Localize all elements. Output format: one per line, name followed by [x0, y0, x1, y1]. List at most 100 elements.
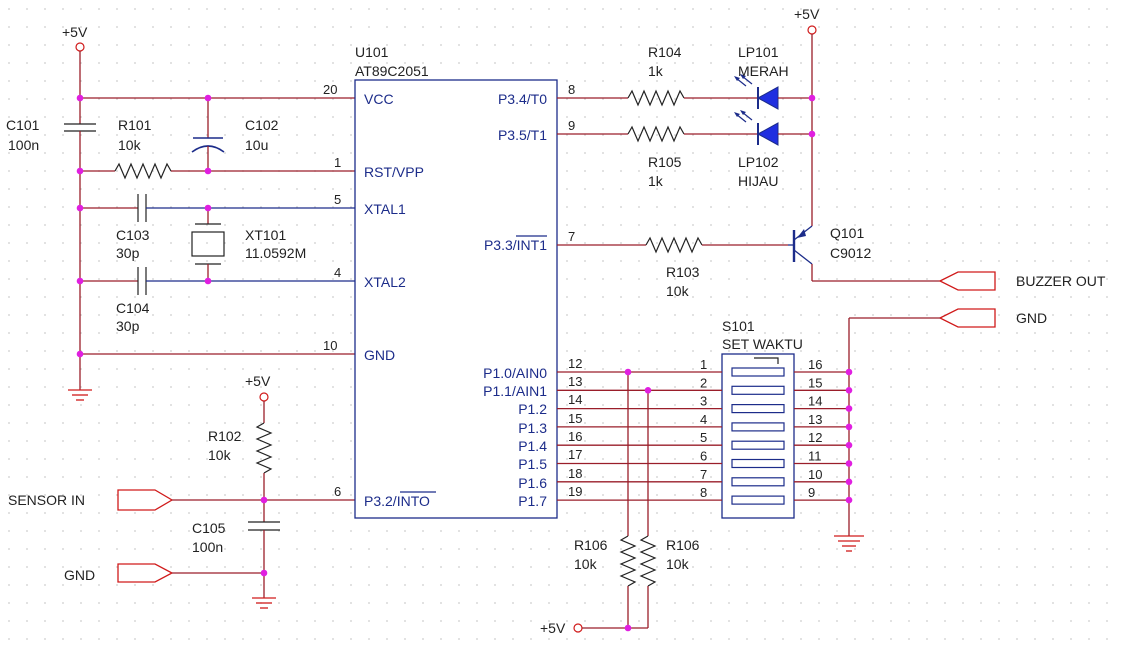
svg-text:AT89C2051: AT89C2051 — [355, 63, 429, 79]
svg-text:R106: R106 — [574, 537, 608, 553]
svg-text:15: 15 — [568, 411, 582, 426]
switch-pin-right: 12 — [808, 430, 822, 445]
svg-text:C101: C101 — [6, 117, 40, 133]
sensor-in-port: SENSOR IN — [8, 489, 355, 511]
junction-dot — [808, 94, 816, 102]
svg-text:XT101: XT101 — [245, 227, 286, 243]
svg-text:14: 14 — [568, 392, 582, 407]
switch-pin-left: 1 — [700, 357, 707, 372]
svg-text:C9012: C9012 — [830, 245, 871, 261]
svg-text:XTAL1: XTAL1 — [364, 201, 406, 217]
supply-5v-top-right: +5V — [794, 6, 820, 226]
r106b-resistor: R106 10k — [639, 390, 700, 628]
switch-net-wire — [557, 368, 853, 376]
q101-transistor: Q101 C9012 — [788, 225, 958, 282]
switch-pin-right: 10 — [808, 467, 822, 482]
gnd-port-right: GND — [849, 308, 1047, 328]
svg-text:GND: GND — [64, 567, 95, 583]
svg-text:C104: C104 — [116, 300, 150, 316]
ic-right-pins: P3.4/T0 8 P3.5/T1 9 P3.3/INT1 7 P1.0/AIN… — [483, 82, 582, 509]
junction-dot — [624, 368, 632, 376]
dip-switch-row: 1 16 — [700, 357, 822, 377]
switch-pin-right: 16 — [808, 357, 822, 372]
svg-text:U101: U101 — [355, 44, 389, 60]
svg-text:R105: R105 — [648, 154, 682, 170]
c104-capacitor: C104 30p — [80, 267, 355, 334]
svg-text:12: 12 — [568, 356, 582, 371]
svg-text:C102: C102 — [245, 117, 279, 133]
svg-text:4: 4 — [334, 265, 341, 280]
svg-text:6: 6 — [334, 484, 341, 499]
svg-text:GND: GND — [1016, 310, 1047, 326]
svg-text:5: 5 — [334, 192, 341, 207]
svg-text:9: 9 — [568, 118, 575, 133]
r105-resistor: R105 1k — [557, 125, 758, 189]
junction-dot — [845, 496, 853, 504]
switch-net-wire — [557, 478, 853, 486]
svg-text:+5V: +5V — [794, 6, 820, 22]
svg-text:10k: 10k — [118, 137, 142, 153]
svg-text:100n: 100n — [8, 137, 39, 153]
svg-text:C103: C103 — [116, 227, 150, 243]
junction-dot — [845, 387, 853, 394]
junction-dot — [845, 478, 853, 486]
supply-5v-top-left: +5V — [62, 24, 88, 120]
gnd-port-left: GND — [64, 563, 264, 583]
ic-left-pins: 20 VCC 1 RST/VPP 5 XTAL1 4 XTAL2 10 GND … — [323, 82, 436, 509]
svg-text:MERAH: MERAH — [738, 63, 789, 79]
junction-dot — [644, 387, 652, 394]
ground-symbol-left — [68, 389, 92, 401]
c101-capacitor: C101 100n — [6, 117, 96, 390]
svg-text:10k: 10k — [208, 447, 232, 463]
svg-text:SET WAKTU: SET WAKTU — [722, 336, 803, 352]
svg-text:R103: R103 — [666, 264, 700, 280]
svg-text:LP102: LP102 — [738, 154, 779, 170]
svg-text:P3.2/INTO: P3.2/INTO — [364, 493, 430, 509]
svg-text:18: 18 — [568, 466, 582, 481]
svg-text:30p: 30p — [116, 245, 140, 261]
ground-symbol-sensor — [252, 597, 276, 609]
svg-text:P1.1/AIN1: P1.1/AIN1 — [483, 383, 547, 399]
lp101-led-red: LP101 MERAH — [734, 44, 812, 110]
svg-text:+5V: +5V — [540, 620, 566, 636]
svg-text:P1.5: P1.5 — [518, 456, 547, 472]
c102-capacitor: C102 10u — [191, 98, 279, 171]
switch-pin-left: 5 — [700, 430, 707, 445]
switch-net-wire — [557, 441, 853, 449]
svg-text:GND: GND — [364, 347, 395, 363]
switch-pin-right: 15 — [808, 375, 822, 390]
svg-text:17: 17 — [568, 447, 582, 462]
junction-dot — [808, 130, 816, 138]
svg-text:P3.5/T1: P3.5/T1 — [498, 127, 547, 143]
r103-resistor: R103 10k — [557, 236, 788, 299]
svg-text:R104: R104 — [648, 44, 682, 60]
switch-net-wire — [557, 423, 853, 431]
junction-dot — [845, 423, 853, 431]
svg-text:8: 8 — [568, 82, 575, 97]
svg-text:P3.4/T0: P3.4/T0 — [498, 91, 547, 107]
svg-text:RST/VPP: RST/VPP — [364, 164, 424, 180]
switch-pin-right: 13 — [808, 412, 822, 427]
c103-capacitor: C103 30p — [80, 194, 355, 261]
ic-u101: U101 AT89C2051 — [354, 44, 558, 519]
svg-text:P3.3/INT1: P3.3/INT1 — [484, 237, 547, 253]
svg-text:1k: 1k — [648, 173, 664, 189]
svg-text:1k: 1k — [648, 63, 664, 79]
svg-text:C105: C105 — [192, 520, 226, 536]
svg-text:100n: 100n — [192, 539, 223, 555]
switch-net-wire — [557, 405, 853, 412]
svg-text:P1.7: P1.7 — [518, 493, 547, 509]
buzzer-out-port: BUZZER OUT — [938, 271, 1106, 291]
svg-text:P1.2: P1.2 — [518, 401, 547, 417]
svg-text:P1.3: P1.3 — [518, 420, 547, 436]
svg-text:10k: 10k — [666, 556, 690, 572]
xt101-crystal: XT101 11.0592M — [191, 208, 306, 281]
svg-text:P1.0/AIN0: P1.0/AIN0 — [483, 365, 547, 381]
switch-pin-left: 6 — [700, 449, 707, 464]
svg-text:19: 19 — [568, 484, 582, 499]
svg-text:R106: R106 — [666, 537, 700, 553]
